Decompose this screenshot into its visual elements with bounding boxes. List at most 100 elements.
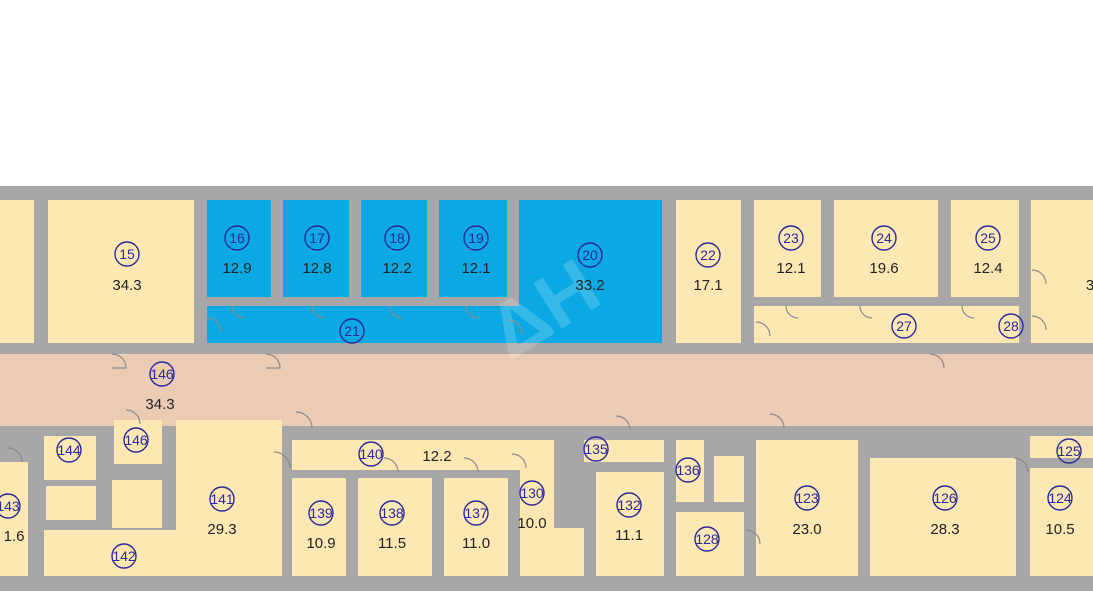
room-139	[292, 478, 346, 576]
room-number-ring	[616, 492, 642, 518]
room-18	[361, 200, 427, 297]
room-128	[676, 512, 744, 576]
room-area: 3	[1086, 277, 1093, 294]
room-21	[207, 306, 519, 343]
room-number-ring	[209, 486, 235, 512]
room-22	[676, 200, 741, 343]
room-138	[358, 478, 432, 576]
room-number-ring	[463, 225, 489, 251]
room-area: 12.1	[461, 260, 490, 277]
room-number: 16	[229, 230, 245, 246]
room-number: 124	[1048, 490, 1072, 506]
room-130-lower	[520, 528, 584, 576]
room-number-ring	[0, 493, 21, 519]
door-swings	[7, 269, 1047, 545]
room-area: 12.2	[382, 260, 411, 277]
room-number: 17	[309, 230, 325, 246]
room-number-ring	[694, 526, 720, 552]
room-edge-top-right	[1031, 200, 1093, 343]
room-132	[596, 472, 664, 576]
room-142-cell-a	[46, 486, 96, 520]
room-area: 12.1	[776, 260, 805, 277]
room-number-ring	[384, 225, 410, 251]
room-area: 12.2	[422, 448, 451, 465]
room-number-ring	[583, 436, 609, 462]
room-number: 137	[464, 505, 488, 521]
room-number-ring	[114, 241, 140, 267]
room-area: 10.0	[517, 515, 546, 532]
room-area: 17.1	[693, 277, 722, 294]
room-number: 21	[344, 323, 360, 339]
room-25	[951, 200, 1019, 297]
room-number-ring	[358, 441, 384, 467]
room-number: 136	[676, 462, 700, 478]
room-number-ring	[519, 480, 545, 506]
room-number: 24	[876, 230, 892, 246]
room-area: 12.4	[973, 260, 1002, 277]
room-number-ring	[695, 242, 721, 268]
room-number-ring	[1056, 438, 1082, 464]
room-137	[444, 478, 508, 576]
room-area: 12.8	[302, 260, 331, 277]
room-number: 123	[795, 490, 819, 506]
room-area: 11.0	[462, 535, 490, 552]
room-15	[48, 200, 194, 343]
room-number-ring	[577, 242, 603, 268]
room-number-ring	[1047, 485, 1073, 511]
room-area: 11.5	[378, 535, 406, 552]
room-number-ring	[891, 313, 917, 339]
room-area: 28.3	[930, 521, 959, 538]
room-number: 23	[783, 230, 799, 246]
room-number: 132	[617, 497, 641, 513]
room-144	[44, 436, 96, 480]
room-number: 125	[1057, 443, 1081, 459]
room-136-b	[714, 456, 744, 502]
room-area: 34.3	[112, 277, 141, 294]
room-number-ring	[932, 485, 958, 511]
room-area: 34.3	[145, 396, 174, 413]
room-number-ring	[998, 313, 1024, 339]
room-123	[756, 440, 858, 576]
room-number-ring	[111, 543, 137, 569]
room-area: 10.9	[306, 535, 335, 552]
room-number-ring	[975, 225, 1001, 251]
room-number: 143	[0, 498, 20, 514]
room-area: 19.6	[869, 260, 898, 277]
room-number: 25	[980, 230, 996, 246]
room-area: 11.1	[615, 527, 643, 544]
room-number-ring	[56, 437, 82, 463]
room-area: 23.0	[792, 521, 821, 538]
room-area: 33.2	[575, 277, 604, 294]
room-number: 18	[389, 230, 405, 246]
room-number: 22	[700, 247, 716, 263]
room-area: 1.6	[4, 528, 25, 545]
room-number: 130	[520, 485, 544, 501]
room-143	[0, 462, 28, 576]
room-number: 139	[309, 505, 333, 521]
room-number-ring	[778, 225, 804, 251]
room-number-ring	[675, 457, 701, 483]
room-20	[519, 200, 662, 343]
room-126	[870, 458, 1016, 576]
room-number-ring	[871, 225, 897, 251]
room-135	[584, 440, 664, 462]
room-number: 15	[119, 246, 135, 262]
room-area: 10.5	[1045, 521, 1074, 538]
room-number-ring	[224, 225, 250, 251]
room-number: 27	[896, 318, 912, 334]
room-edge-top-left	[0, 200, 34, 343]
room-17	[283, 200, 349, 297]
room-number: 135	[584, 441, 608, 457]
room-number-ring	[339, 318, 365, 344]
room-number: 141	[210, 491, 234, 507]
room-number: 146	[124, 432, 148, 448]
room-number: 140	[359, 446, 383, 462]
room-19	[439, 200, 507, 297]
room-number: 20	[582, 247, 598, 263]
room-number-ring	[463, 500, 489, 526]
room-146-small	[114, 420, 162, 464]
room-23	[754, 200, 821, 297]
room-number: 138	[380, 505, 404, 521]
room-number: 128	[695, 531, 719, 547]
